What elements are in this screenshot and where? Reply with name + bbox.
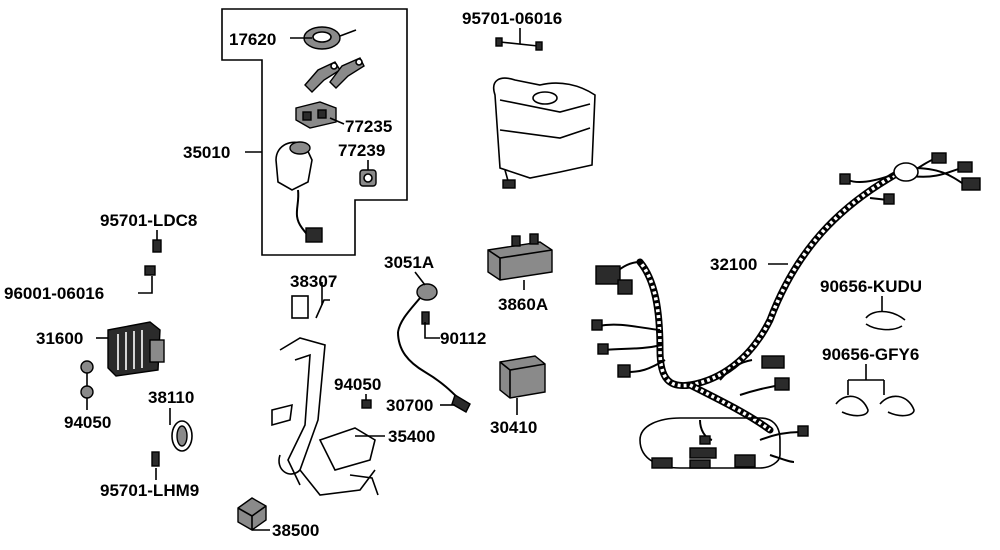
seat-lock-cylinder-part <box>359 169 377 187</box>
lock-cover-part <box>303 26 357 50</box>
label-94050-left: 94050 <box>64 413 111 432</box>
label-77239: 77239 <box>338 141 385 160</box>
kit-group-outline <box>221 8 408 256</box>
leader-90112 <box>424 322 440 339</box>
leader-gfy6 <box>847 364 885 395</box>
label-3860a: 3860A <box>498 295 548 314</box>
leader-96001 <box>138 276 153 294</box>
label-30410: 30410 <box>490 418 537 437</box>
cap-38110 <box>171 420 193 452</box>
cdi-unit-30410 <box>499 355 546 399</box>
label-38307: 38307 <box>290 272 337 291</box>
label-90656-gfy6: 90656-GFY6 <box>822 345 919 364</box>
keys-part <box>304 57 365 93</box>
leader-77235 <box>329 117 345 125</box>
label-35010: 35010 <box>183 143 230 162</box>
fuel-tank-reference <box>493 77 596 189</box>
bolt-95701-06016 <box>495 37 543 51</box>
label-95701-lhm9: 95701-LHM9 <box>100 481 199 500</box>
label-94050-center: 94050 <box>334 375 381 394</box>
bolt-95701-lhm9 <box>151 451 160 467</box>
regulator-rectifier-part <box>107 321 165 377</box>
bolt-95701-ldc8 <box>152 239 162 253</box>
bracket-part <box>295 101 337 129</box>
label-90112: 90112 <box>440 329 486 348</box>
washer-94050-center <box>361 399 372 409</box>
label-90656-kudu: 90656-KUDU <box>820 277 922 296</box>
label-31600: 31600 <box>36 329 83 348</box>
label-96001-06016: 96001-06016 <box>4 284 104 303</box>
relay-38307 <box>291 295 330 319</box>
horn-switch-3051a <box>397 283 471 413</box>
label-3051a: 3051A <box>384 253 434 272</box>
frame-reference <box>271 337 379 496</box>
washer-94050-left <box>80 360 94 399</box>
label-32100: 32100 <box>710 255 757 274</box>
label-77235: 77235 <box>345 117 392 136</box>
leader-3051a <box>414 271 426 286</box>
nut-96001-06016 <box>144 265 156 276</box>
band-90656-kudu <box>865 310 906 331</box>
band-90656-gfy6 <box>835 395 915 417</box>
label-38500: 38500 <box>272 521 319 540</box>
ignition-switch-part <box>275 141 323 243</box>
label-95701-ldc8: 95701-LDC8 <box>100 211 197 230</box>
stopper-38500 <box>237 497 267 531</box>
label-38110: 38110 <box>148 388 194 407</box>
label-17620: 17620 <box>229 30 276 49</box>
label-95701-06016: 95701-06016 <box>462 9 562 28</box>
label-30700: 30700 <box>386 396 433 415</box>
starter-relay-3860a <box>487 233 553 281</box>
label-35400: 35400 <box>388 427 435 446</box>
wiring-harness-32100 <box>591 152 981 469</box>
